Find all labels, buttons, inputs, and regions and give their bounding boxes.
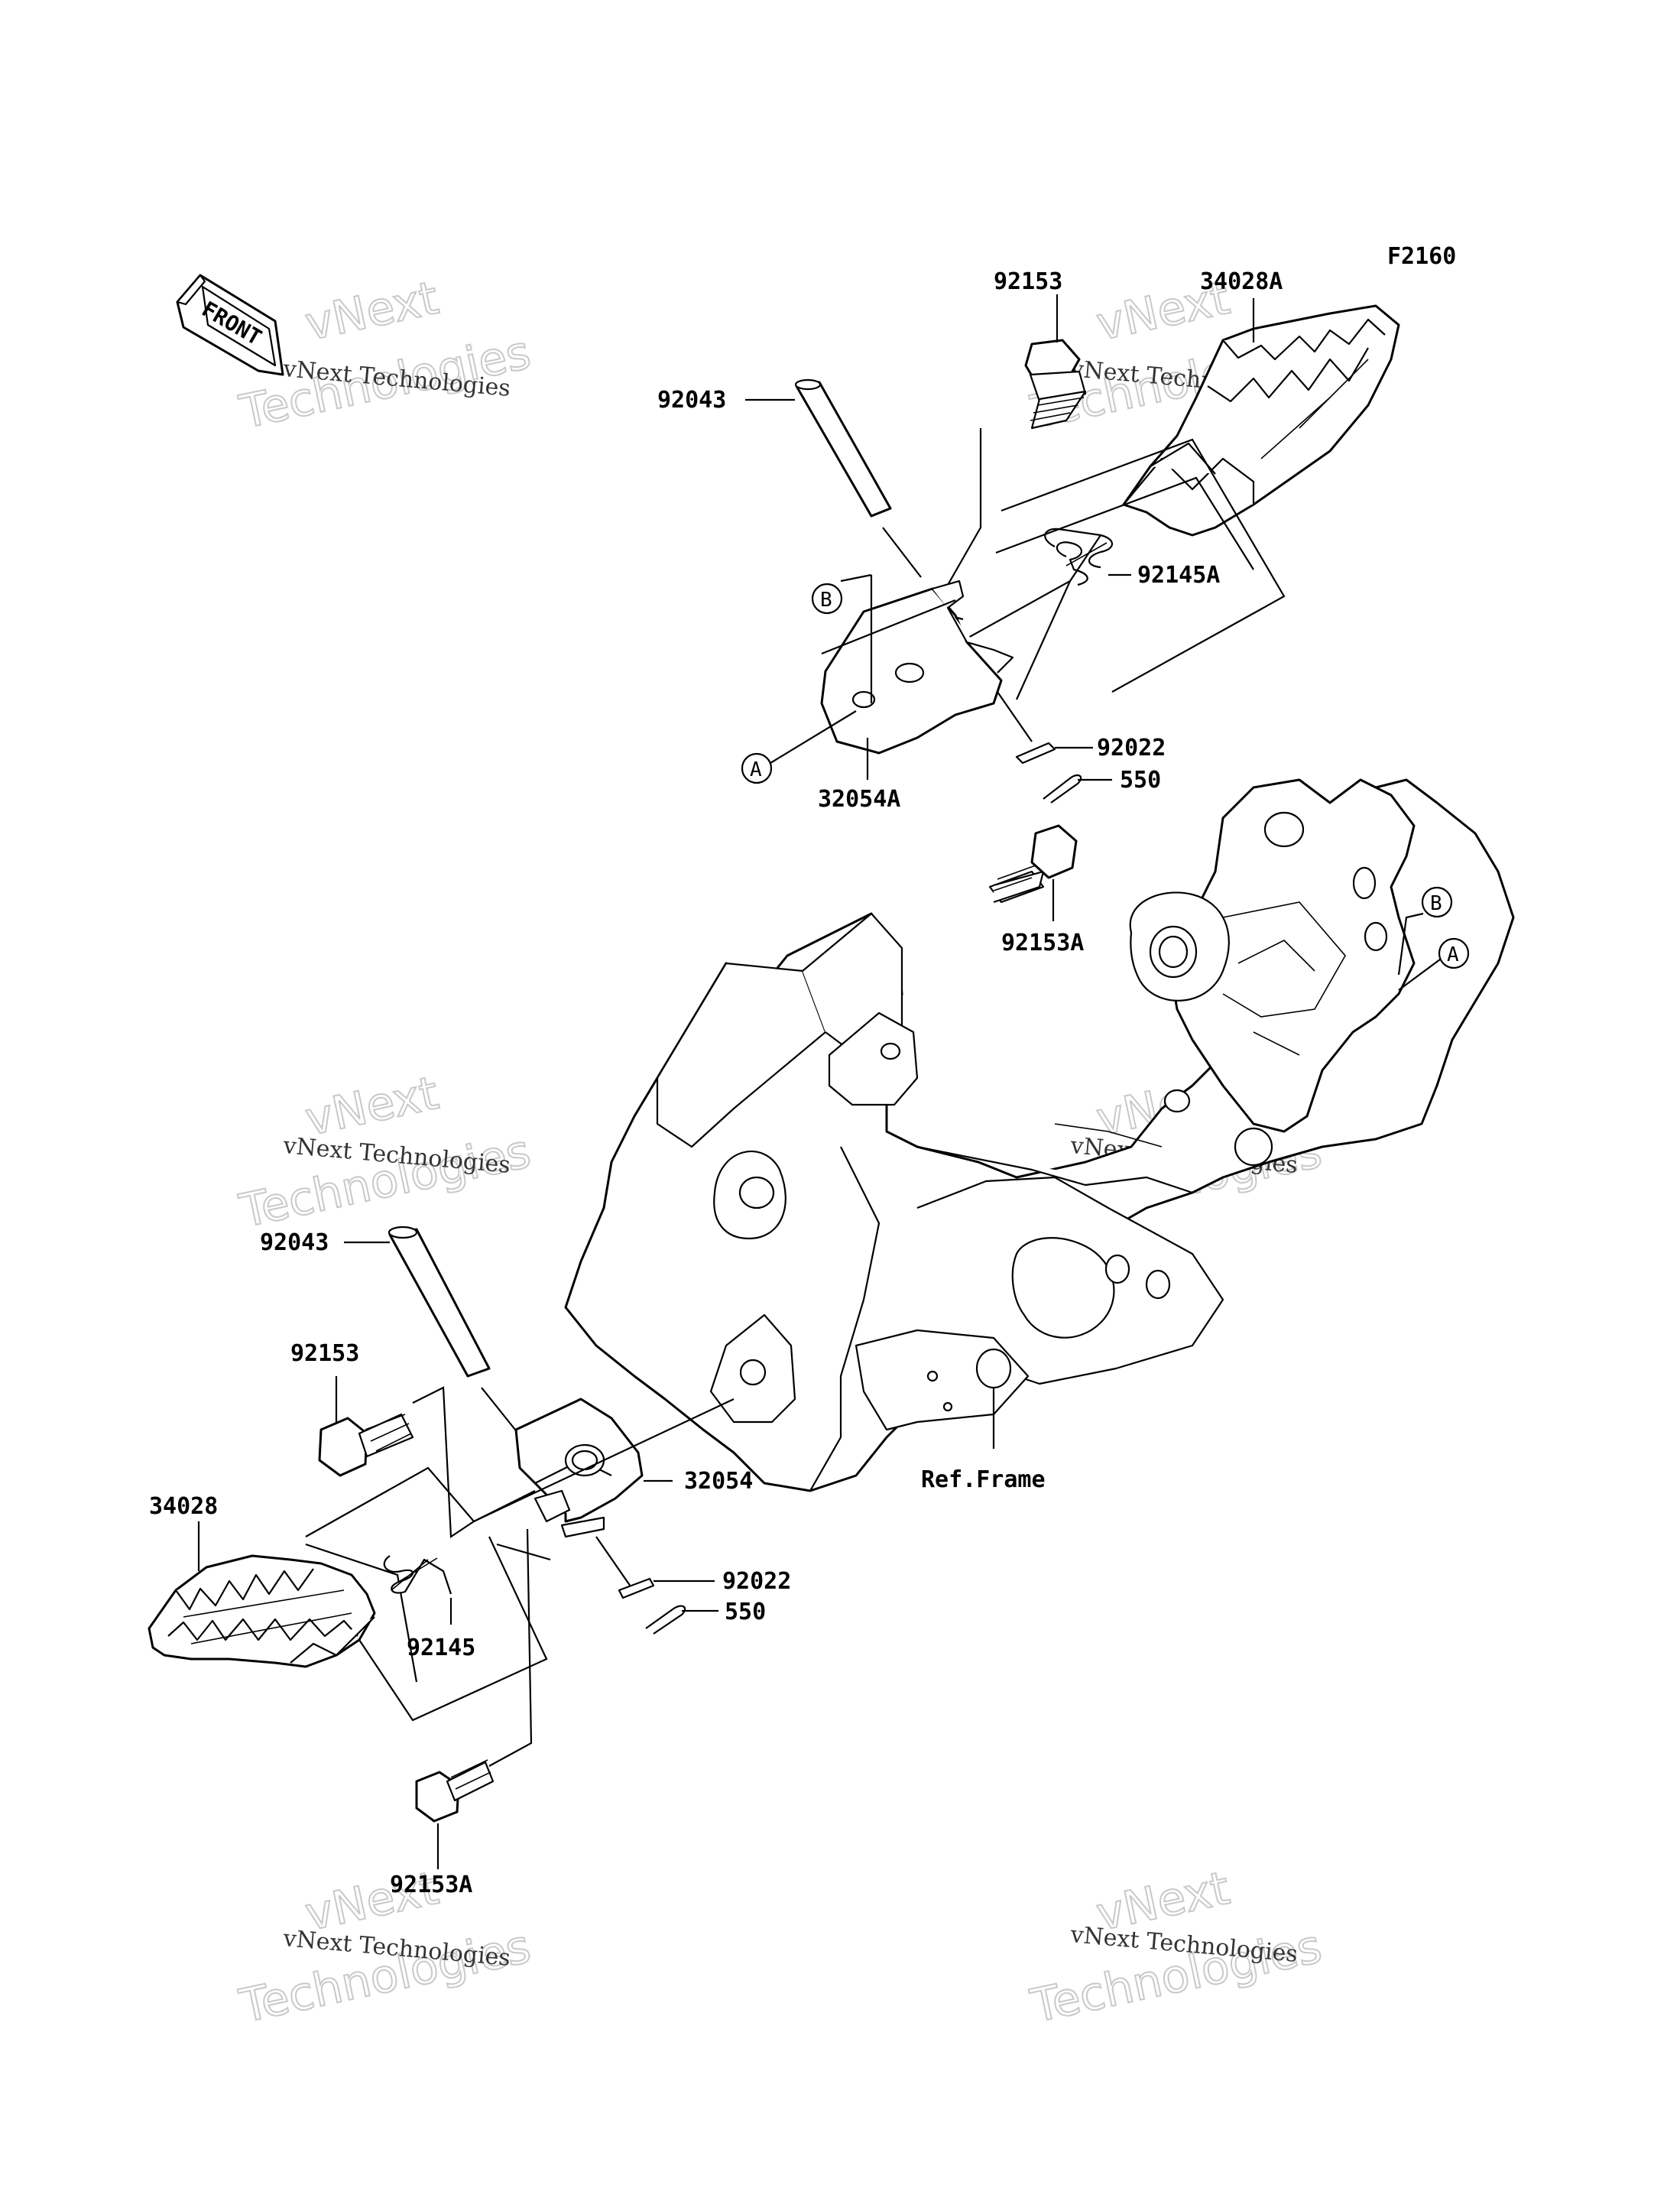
front-arrow-icon: FRONT: [176, 274, 284, 376]
label-bracket-right: 32054A: [818, 786, 900, 813]
label-bolt-right-lower: 92153A: [1001, 930, 1084, 956]
leader-ref-b-frame: [1397, 912, 1424, 976]
exploded-lines-lower: [305, 1386, 631, 1767]
label-bolt-upper-top: 92153: [994, 268, 1062, 295]
ref-a-upper-letter: A: [750, 758, 762, 781]
label-footpeg-left: 34028: [149, 1493, 218, 1520]
label-spring-right: 92145A: [1137, 562, 1220, 589]
ref-a-frame: [1438, 937, 1470, 969]
spring-right: [1044, 528, 1114, 586]
pin-upper: [794, 378, 922, 578]
ref-b-upper-letter: B: [820, 589, 832, 612]
ref-a-upper: [741, 752, 773, 784]
leader-ref-a-frame: [1398, 959, 1441, 991]
pin-lower: [388, 1226, 528, 1446]
label-pin-lower: 92043: [260, 1229, 329, 1256]
watermark-bottom-left: vNext Technologies vNext Technologies: [235, 1861, 537, 2034]
spring-left: [383, 1555, 452, 1595]
exploded-lines-upper: [931, 428, 1286, 742]
leader-ref-a-upper: [770, 710, 857, 764]
label-cotter-left: 550: [725, 1599, 766, 1625]
watermark-line1: vNext: [301, 271, 443, 352]
watermark-bottom-right: vNext Technologies vNext Technologies: [1026, 1861, 1328, 2034]
cotter-left: [645, 1605, 686, 1635]
bolt-right-lower: [988, 824, 1078, 904]
label-bolt-left-lower: 92153A: [390, 1872, 472, 1898]
label-bolt-lower: 92153: [290, 1340, 359, 1367]
label-footpeg-right: 34028A: [1200, 268, 1283, 295]
footpeg-left: [148, 1554, 376, 1668]
label-bracket-left: 32054: [684, 1468, 753, 1495]
label-spring-left: 92145: [407, 1635, 475, 1661]
washer-right: [1015, 742, 1056, 765]
frame: [564, 778, 1515, 1492]
bracket-left: [473, 1398, 735, 1538]
label-frame-ref: Ref.Frame: [921, 1466, 1046, 1493]
bracket-right: [820, 580, 1014, 755]
ref-b-upper: [811, 583, 843, 615]
figure-code: F2160: [1387, 243, 1456, 270]
ref-a-frame-letter: A: [1447, 943, 1459, 966]
watermark-line1: vNext: [301, 1067, 443, 1147]
label-washer-right: 92022: [1097, 735, 1166, 761]
bolt-upper-top: [1024, 339, 1087, 430]
watermark-mid-left: vNext Technologies vNext Technologies: [235, 1066, 537, 1239]
label-pin-upper: 92043: [657, 387, 726, 414]
washer-left: [618, 1577, 655, 1599]
bolt-left-lower: [415, 1759, 495, 1823]
ref-b-frame: [1421, 886, 1453, 918]
label-cotter-right: 550: [1120, 767, 1161, 794]
label-washer-left: 92022: [722, 1568, 791, 1595]
bolt-lower: [318, 1413, 414, 1477]
footpeg-right: [1122, 304, 1400, 537]
ref-b-frame-letter: B: [1430, 892, 1442, 915]
cotter-right: [1043, 774, 1082, 804]
leader-ref-b-upper: [840, 573, 872, 583]
